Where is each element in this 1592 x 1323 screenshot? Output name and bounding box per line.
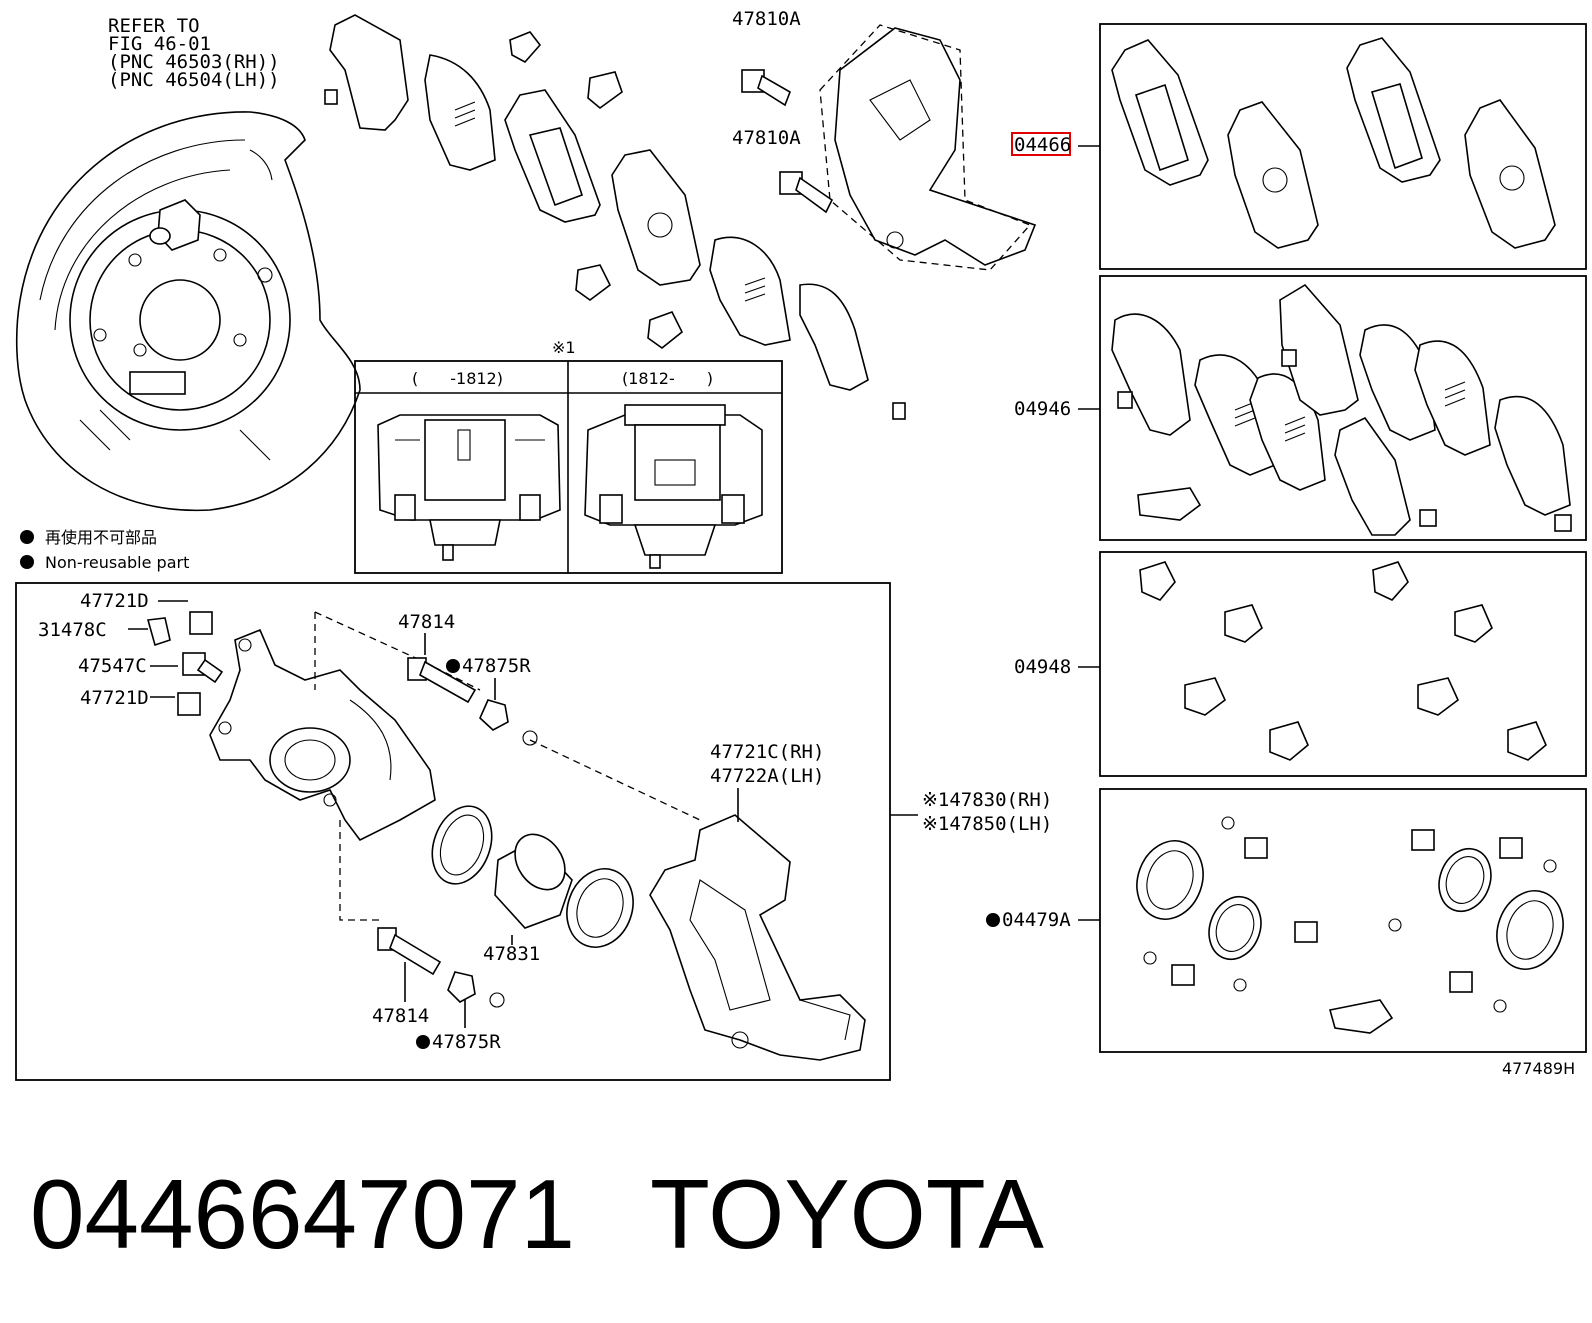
main-caliper-box: [15, 582, 891, 1081]
highlight-04466: [1011, 132, 1071, 156]
legend-japanese: 再使用不可部品: [45, 528, 157, 547]
footer-part-number: 0446647071: [30, 1159, 575, 1269]
kit-box-04946: [1099, 275, 1587, 541]
inset-left-label: ( -1812): [412, 369, 503, 388]
callout-47831: 47831: [483, 943, 540, 965]
callout-31478c: 31478C: [38, 619, 107, 641]
non-reusable-dot-icon: [446, 659, 460, 673]
callout-47721d-b: 47721D: [80, 687, 149, 709]
kit-box-04948: [1099, 551, 1587, 777]
bolt-47810a-drawing: [741, 69, 834, 214]
caliper-body-drawing: [209, 628, 436, 842]
pin-47814-bottom-drawing: [377, 927, 505, 1008]
callout-04946: 04946: [1014, 398, 1071, 420]
mounting-bracket-top-drawing: [819, 24, 1037, 271]
non-reusable-dot-icon: [20, 555, 34, 569]
mounting-bracket-drawing: [649, 814, 866, 1061]
inset-right-label: (1812- ): [622, 369, 713, 388]
callout-47830-rh: ※147830(RH): [922, 789, 1052, 811]
footer-brand: TOYOTA: [650, 1159, 1045, 1269]
callout-47810a-mid: 47810A: [732, 127, 801, 149]
callout-47850-lh: ※147850(LH): [922, 813, 1052, 835]
callout-47814-top: 47814: [398, 611, 455, 633]
seal-kit-04479a-drawing: [1136, 816, 1564, 1034]
callout-47721d-a: 47721D: [80, 590, 149, 612]
callout-04479a: 04479A: [1002, 909, 1071, 931]
inset-mark: ※1: [552, 338, 576, 357]
refer-line-3: (PNC 46503(RH)): [108, 51, 280, 73]
callout-47875r-top: 47875R: [462, 655, 531, 677]
non-reusable-dot-icon: [20, 530, 34, 544]
non-reusable-dot-icon: [986, 913, 1000, 927]
refer-line-2: FIG 46-01: [108, 33, 211, 55]
brake-pads-04466-drawing: [1111, 37, 1556, 249]
caliper-late-drawing: [584, 404, 763, 569]
refer-line-4: (PNC 46504(LH)): [108, 69, 280, 91]
callout-47547c: 47547C: [78, 655, 147, 677]
callout-47814-bottom: 47814: [372, 1005, 429, 1027]
pin-47814-top-drawing: [407, 657, 538, 746]
clips-04948-drawing: [1139, 561, 1547, 761]
callout-47721c-rh: 47721C(RH): [710, 741, 824, 763]
callout-04466: 04466: [1014, 134, 1071, 156]
callout-04948: 04948: [1014, 656, 1071, 678]
callout-47722a-lh: 47722A(LH): [710, 765, 824, 787]
callout-47875r-bottom: 47875R: [432, 1031, 501, 1053]
shims-04946-drawing: [1111, 283, 1572, 536]
top-pads-drawing: [324, 14, 906, 420]
small-parts-left-drawing: [146, 611, 224, 716]
refer-line-1: REFER TO: [108, 15, 200, 37]
callout-47810a-top: 47810A: [732, 8, 801, 30]
caliper-early-drawing: [377, 414, 561, 561]
backing-plate-drawing: [15, 111, 361, 512]
non-reusable-dot-icon: [416, 1035, 430, 1049]
legend-english: Non-reusable part: [45, 553, 189, 572]
figure-code: 477489H: [1502, 1059, 1575, 1078]
piston-seal-drawing: [431, 805, 634, 948]
